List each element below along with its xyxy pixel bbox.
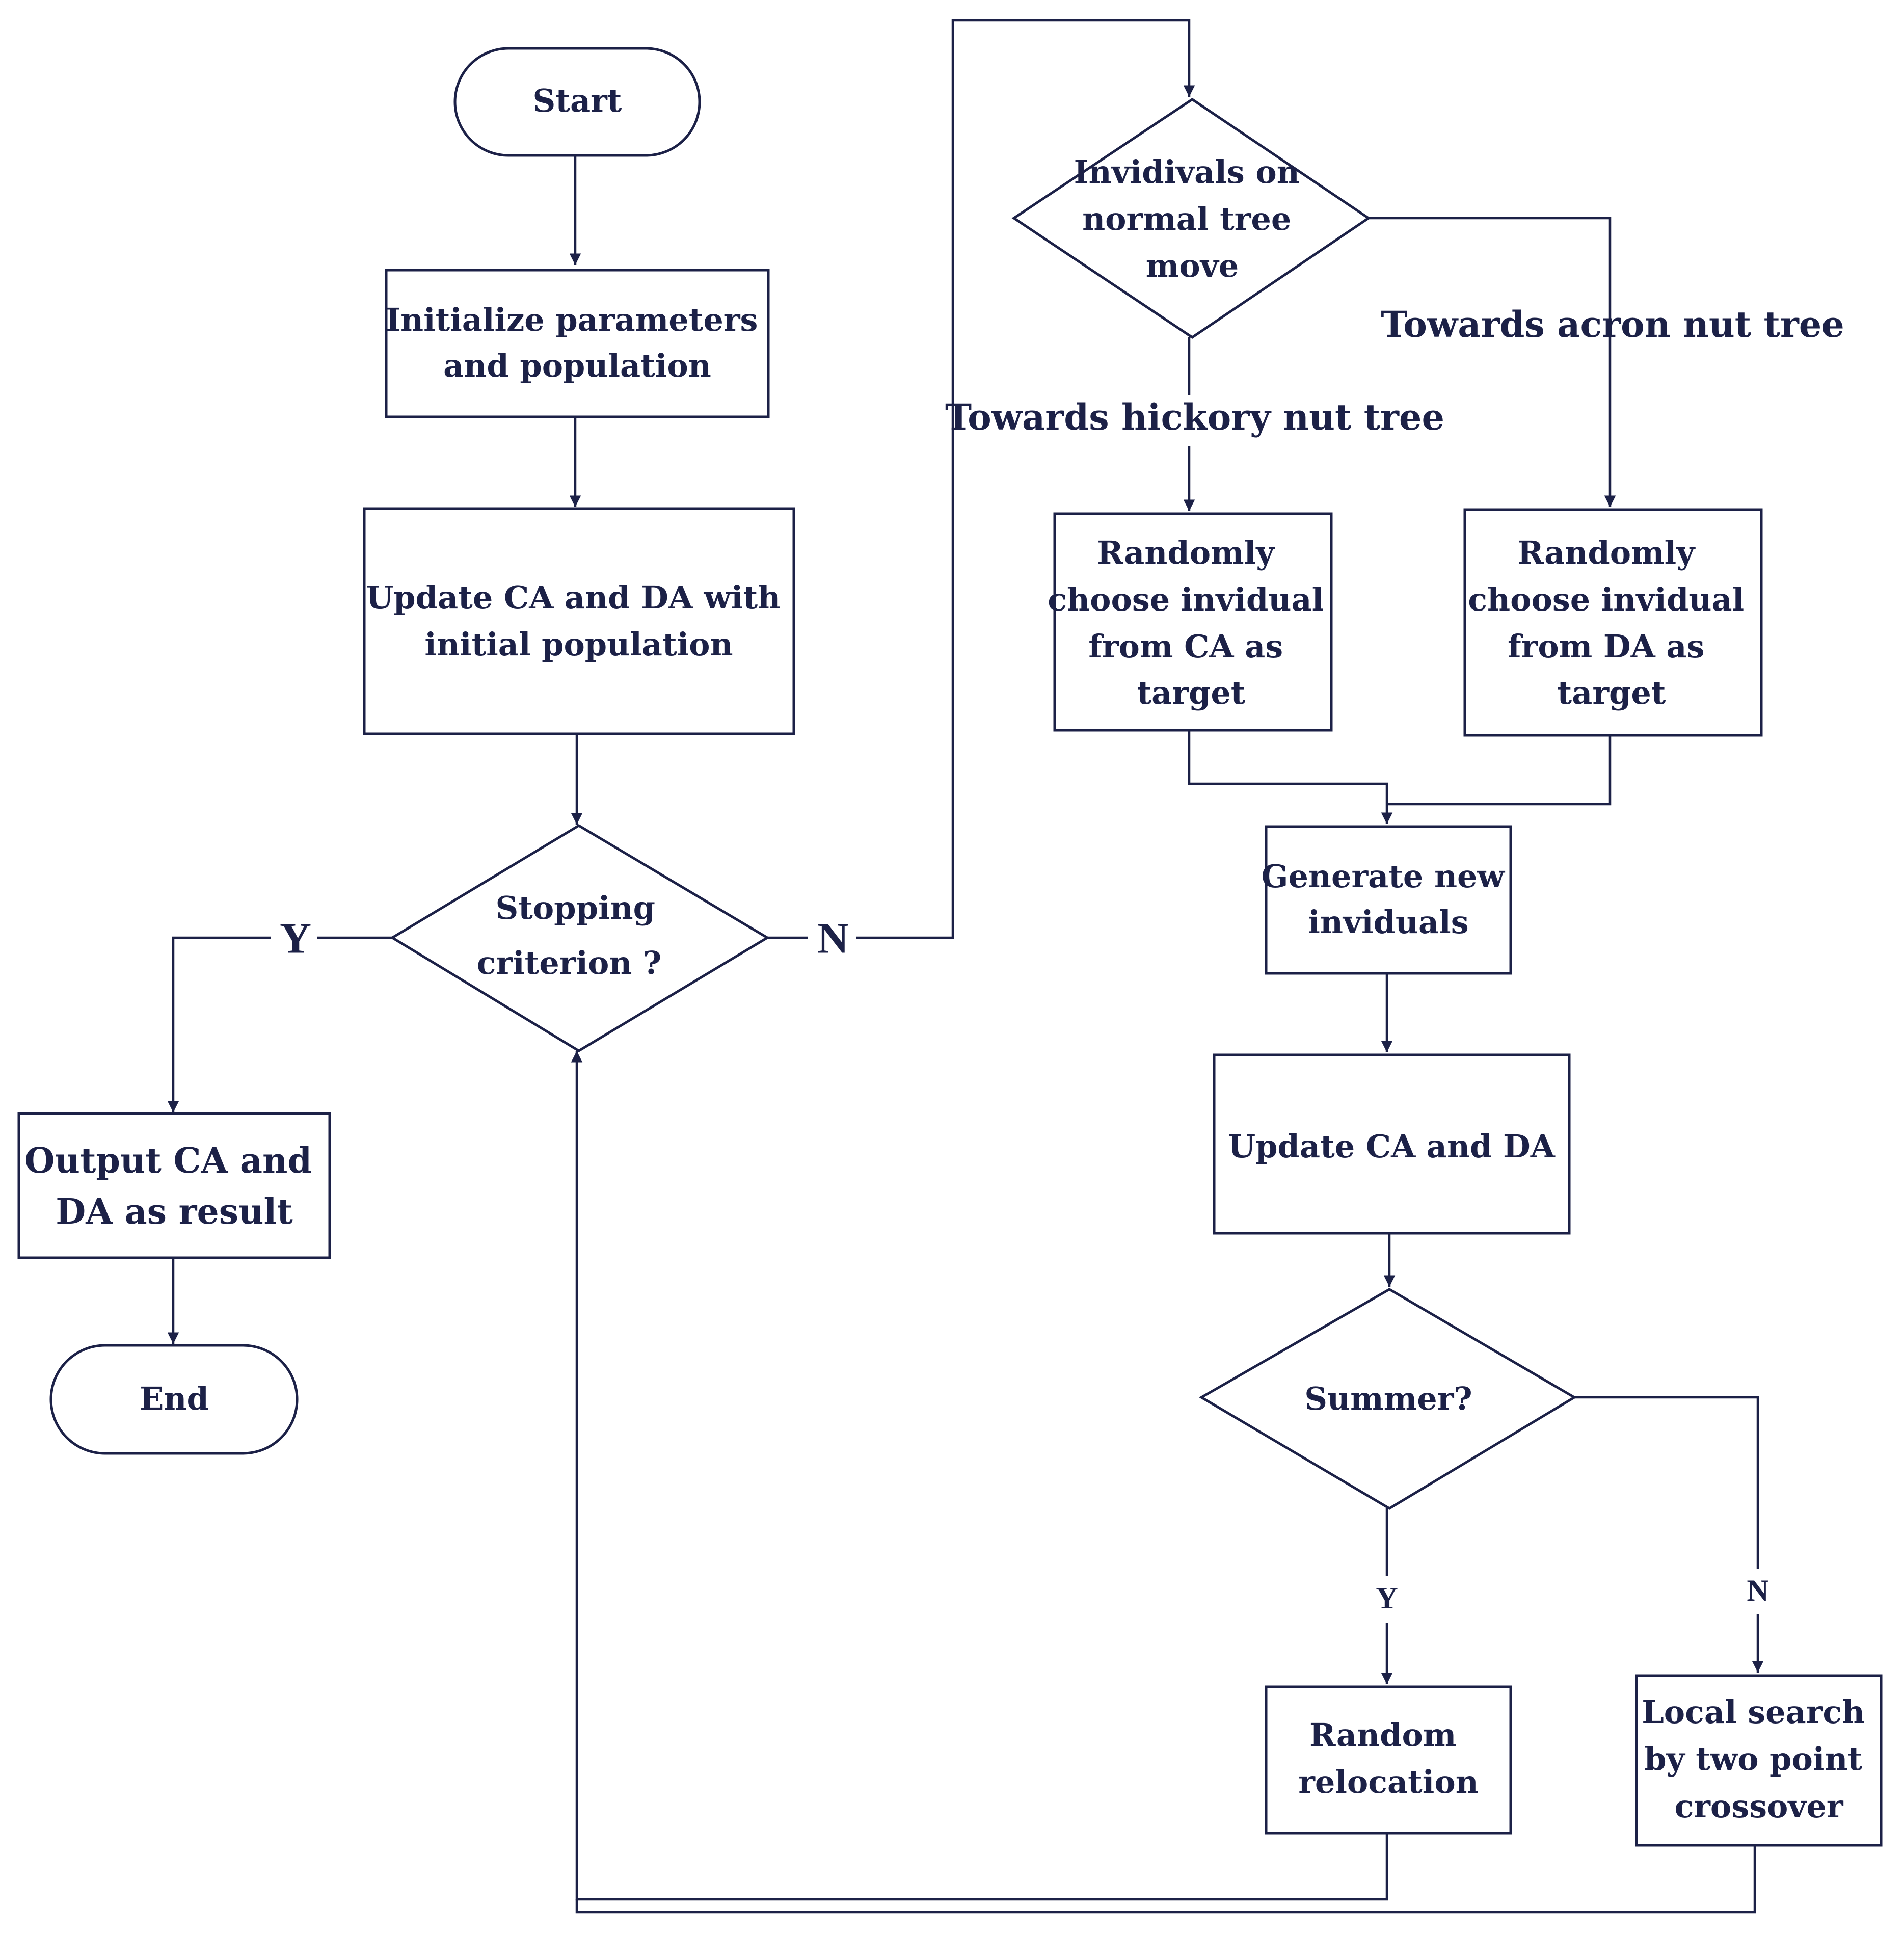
end-node: End (49, 1344, 299, 1455)
stopping-label: Stopping criterion ? (477, 889, 666, 982)
start-label: Start (533, 82, 622, 119)
stopping-decision-shape (390, 824, 770, 1052)
relocation-process-shape (1265, 1685, 1512, 1835)
update-ca-da-node: Update CA and DA (1213, 1053, 1571, 1235)
arrow-stopping-no-to-move (767, 19, 1189, 939)
choose-da-label: Randomly choose invidual from DA as targ… (1468, 534, 1755, 711)
stopping-node: Stopping criterion ? (390, 824, 770, 1052)
arrow-local-search-loop-back (575, 1845, 1756, 1914)
relocation-label: Random relocation (1298, 1716, 1479, 1800)
arrow-choose-da-to-generate (1387, 735, 1612, 806)
generate-node: Generate new inviduals (1262, 825, 1516, 975)
update-ca-da-process-shape (1213, 1053, 1571, 1235)
move-label: Invidivals on normal tree move (1074, 153, 1311, 284)
arrow-summer-no-to-local-search (1574, 1396, 1758, 1673)
hickory-label: Towards hickory nut tree (945, 396, 1444, 438)
arrow-stopping-yes-to-output (173, 936, 392, 1112)
local-search-node: Local search by two point crossover (1635, 1674, 1883, 1847)
summer-no-label: N (1747, 1574, 1768, 1607)
choose-ca-label: Randomly choose invidual from CA as targ… (1048, 534, 1334, 711)
init-process-shape (385, 269, 770, 418)
summer-yes-label: Y (1376, 1581, 1398, 1615)
init-label: Initialize parameters and population (386, 301, 769, 384)
init-node: Initialize parameters and population (385, 269, 770, 418)
stop-yes-label: Y (280, 914, 311, 963)
arrow-choose-ca-to-generate (1188, 730, 1393, 824)
start-terminal-shape (453, 47, 701, 157)
choose-ca-process-shape (1053, 512, 1333, 732)
choose-da-node: Randomly choose invidual from DA as targ… (1463, 508, 1763, 737)
generate-process-shape (1265, 825, 1512, 975)
stop-no-label: N (817, 914, 849, 963)
move-node: Invidivals on normal tree move (1011, 97, 1371, 339)
summer-decision-shape (1199, 1288, 1577, 1510)
update-initial-label: Update CA and DA with initial population (366, 579, 792, 663)
output-process-shape (17, 1112, 331, 1259)
end-terminal-shape (49, 1344, 299, 1455)
output-label: Output CA and DA as result (24, 1141, 324, 1232)
arrow-relocation-loop-back (571, 1051, 1388, 1901)
acorn-label: Towards acron nut tree (1381, 303, 1844, 346)
generate-label: Generate new inviduals (1262, 858, 1516, 941)
arrow-move-to-choose-da (1369, 217, 1616, 507)
choose-da-process-shape (1463, 508, 1763, 737)
update-initial-process-shape (363, 507, 795, 735)
local-search-label: Local search by two point crossover (1642, 1693, 1876, 1825)
choose-ca-node: Randomly choose invidual from CA as targ… (1048, 512, 1334, 732)
local-search-process-shape (1635, 1674, 1883, 1847)
start-node: Start (453, 47, 701, 157)
update-initial-node: Update CA and DA with initial population (363, 507, 795, 735)
update-ca-da-label: Update CA and DA (1228, 1128, 1556, 1165)
end-label: End (140, 1380, 209, 1417)
edge-labels: Y N Towards hickory nut tree Towards acr… (280, 303, 1844, 1615)
summer-node: Summer? (1199, 1288, 1577, 1510)
output-node: Output CA and DA as result (17, 1112, 331, 1259)
connectors (173, 19, 1758, 1914)
relocation-node: Random relocation (1265, 1685, 1512, 1835)
summer-label: Summer? (1304, 1380, 1472, 1417)
move-decision-shape (1011, 97, 1371, 339)
